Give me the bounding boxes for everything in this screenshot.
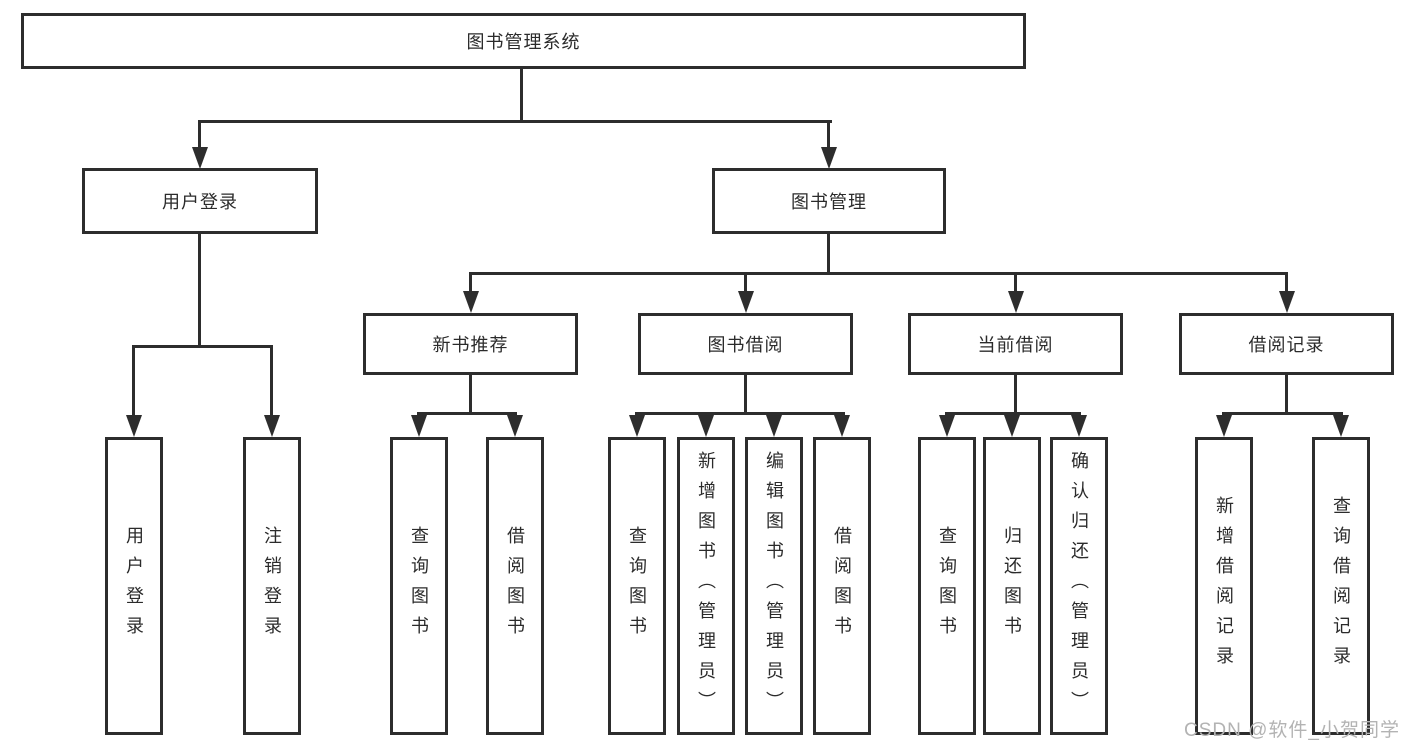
connector-current-bar bbox=[945, 412, 1081, 415]
connector-book-mgmt-bar bbox=[469, 272, 1287, 275]
arrow-down-icon bbox=[507, 415, 523, 437]
node-library-system-label: 图书管理系统 bbox=[466, 32, 581, 52]
leaf-return-books-label: 归还图书 bbox=[1002, 526, 1022, 646]
leaf-user-login: 用户登录 bbox=[105, 437, 163, 735]
connector-recommend-stem bbox=[469, 375, 472, 415]
leaf-query-borrow-record: 查询借阅记录 bbox=[1312, 437, 1370, 735]
node-borrow-records-label: 借阅记录 bbox=[1248, 335, 1325, 355]
leaf-add-books-admin: 新增图书（管理员） bbox=[677, 437, 735, 735]
node-book-borrowing-label: 图书借阅 bbox=[707, 335, 784, 355]
leaf-logout: 注销登录 bbox=[243, 437, 301, 735]
node-user-login: 用户登录 bbox=[82, 168, 318, 234]
arrow-down-icon bbox=[1333, 415, 1349, 437]
connector-drop-book-mgmt bbox=[827, 120, 830, 149]
arrow-down-icon bbox=[698, 415, 714, 437]
connector-book-mgmt-stem bbox=[827, 234, 830, 275]
arrow-down-icon bbox=[939, 415, 955, 437]
leaf-query-books-current: 查询图书 bbox=[918, 437, 976, 735]
connector-user-login-stem bbox=[198, 234, 201, 348]
node-book-borrowing: 图书借阅 bbox=[638, 313, 853, 375]
arrow-down-icon bbox=[1279, 291, 1295, 313]
leaf-add-borrow-record-label: 新增借阅记录 bbox=[1214, 496, 1234, 676]
leaf-edit-books-admin-label: 编辑图书（管理员） bbox=[764, 451, 784, 721]
arrow-down-icon bbox=[1008, 291, 1024, 313]
arrow-down-icon bbox=[738, 291, 754, 313]
node-user-login-label: 用户登录 bbox=[162, 192, 238, 212]
node-current-borrowing: 当前借阅 bbox=[908, 313, 1123, 375]
arrow-down-icon bbox=[1004, 415, 1020, 437]
leaf-logout-label: 注销登录 bbox=[262, 526, 282, 646]
node-borrow-records: 借阅记录 bbox=[1179, 313, 1394, 375]
leaf-add-books-admin-label: 新增图书（管理员） bbox=[696, 451, 716, 721]
leaf-user-login-label: 用户登录 bbox=[124, 526, 144, 646]
connector-recommend-bar bbox=[417, 412, 517, 415]
arrow-down-icon bbox=[192, 147, 208, 169]
arrow-down-icon bbox=[411, 415, 427, 437]
leaf-borrow-books-borrowing: 借阅图书 bbox=[813, 437, 871, 735]
connector-current-stem bbox=[1014, 375, 1017, 415]
leaf-query-books-recommend: 查询图书 bbox=[390, 437, 448, 735]
connector-root-stem bbox=[520, 68, 523, 123]
leaf-borrow-books-recommend: 借阅图书 bbox=[486, 437, 544, 735]
leaf-borrow-books-recommend-label: 借阅图书 bbox=[505, 526, 525, 646]
connector-borrowing-stem bbox=[744, 375, 747, 415]
arrow-down-icon bbox=[264, 415, 280, 437]
connector-drop bbox=[1285, 272, 1288, 293]
leaf-confirm-return-admin: 确认归还（管理员） bbox=[1050, 437, 1108, 735]
connector-drop bbox=[1014, 272, 1017, 293]
arrow-down-icon bbox=[1216, 415, 1232, 437]
leaf-edit-books-admin: 编辑图书（管理员） bbox=[745, 437, 803, 735]
arrow-down-icon bbox=[821, 147, 837, 169]
csdn-watermark: CSDN @软件_小贺同学 bbox=[1184, 720, 1400, 741]
connector-records-bar bbox=[1222, 412, 1343, 415]
leaf-confirm-return-admin-label: 确认归还（管理员） bbox=[1069, 451, 1089, 721]
leaf-query-books-current-label: 查询图书 bbox=[937, 526, 957, 646]
arrow-down-icon bbox=[629, 415, 645, 437]
arrow-down-icon bbox=[463, 291, 479, 313]
leaf-query-books-borrowing-label: 查询图书 bbox=[627, 526, 647, 646]
node-new-book-recommend-label: 新书推荐 bbox=[432, 335, 509, 355]
node-library-system: 图书管理系统 bbox=[21, 13, 1026, 69]
leaf-query-books-recommend-label: 查询图书 bbox=[409, 526, 429, 646]
leaf-return-books: 归还图书 bbox=[983, 437, 1041, 735]
arrow-down-icon bbox=[766, 415, 782, 437]
arrow-down-icon bbox=[1071, 415, 1087, 437]
connector-root-bar bbox=[198, 120, 832, 123]
node-book-management-label: 图书管理 bbox=[791, 192, 867, 212]
arrow-down-icon bbox=[834, 415, 850, 437]
connector-drop bbox=[132, 345, 135, 417]
connector-drop bbox=[469, 272, 472, 293]
connector-drop-user-login bbox=[198, 120, 201, 149]
leaf-query-borrow-record-label: 查询借阅记录 bbox=[1331, 496, 1351, 676]
connector-records-stem bbox=[1285, 375, 1288, 415]
arrow-down-icon bbox=[126, 415, 142, 437]
node-new-book-recommend: 新书推荐 bbox=[363, 313, 578, 375]
connector-drop bbox=[270, 345, 273, 417]
connector-borrowing-bar bbox=[635, 412, 845, 415]
connector-user-login-bar bbox=[132, 345, 273, 348]
leaf-borrow-books-borrowing-label: 借阅图书 bbox=[832, 526, 852, 646]
node-current-borrowing-label: 当前借阅 bbox=[977, 335, 1054, 355]
node-book-management: 图书管理 bbox=[712, 168, 946, 234]
connector-drop bbox=[744, 272, 747, 293]
leaf-add-borrow-record: 新增借阅记录 bbox=[1195, 437, 1253, 735]
leaf-query-books-borrowing: 查询图书 bbox=[608, 437, 666, 735]
